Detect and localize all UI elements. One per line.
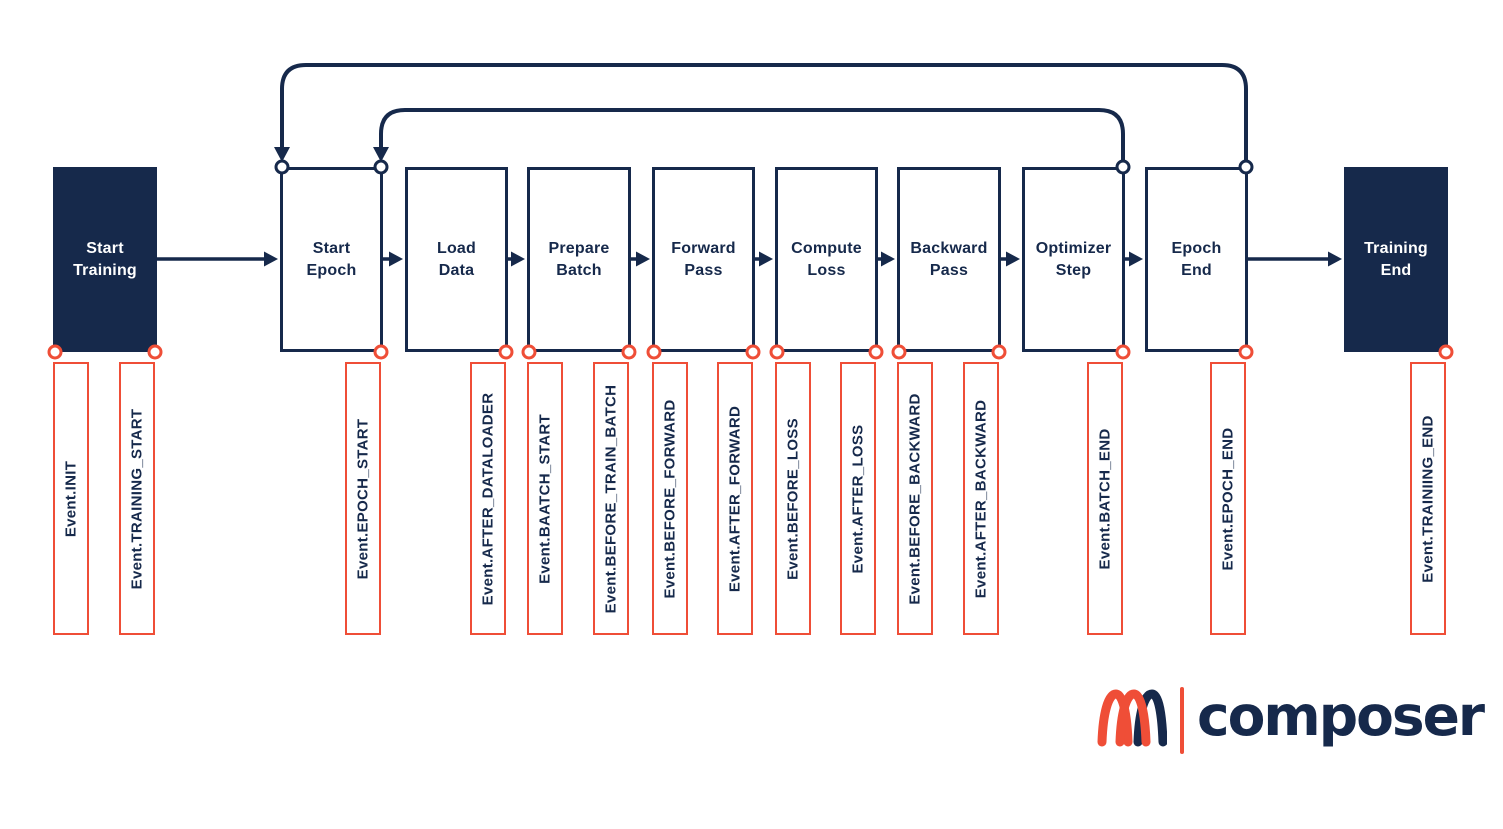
composer-logo-icon [1097,689,1167,747]
flow-arrow [508,251,525,267]
epoch-loop-arrow [274,63,1248,162]
flow-arrow [1248,251,1342,267]
event-label-before-forward: Event.BEFORE_FORWARD [652,362,688,635]
flow-box-label: Start Epoch [306,239,357,279]
flow-box-optimizer-step: Optimizer Step [1022,167,1125,352]
event-label-epoch-start: Event.EPOCH_START [345,362,381,635]
event-label-after-forward: Event.AFTER_FORWARD [717,362,753,635]
flow-box-prepare-batch: Prepare Batch [527,167,631,352]
flow-box-label: Epoch End [1171,239,1222,279]
event-label-after-dataloader: Event.AFTER_DATALOADER [470,362,506,635]
flow-arrow [1001,251,1020,267]
event-label-before-loss: Event.BEFORE_LOSS [775,362,811,635]
event-label-after-backward: Event.AFTER_BACKWARD [963,362,999,635]
flow-box-label: Forward Pass [671,239,736,279]
flow-arrow [878,251,895,267]
event-label-after-loss: Event.AFTER_LOSS [840,362,876,635]
flow-box-training-end: Training End [1344,167,1448,352]
flow-arrow [383,251,403,267]
flow-box-label: Training End [1364,239,1428,279]
flow-box-label: Load Data [436,239,477,279]
flow-box-forward-pass: Forward Pass [652,167,755,352]
event-label-before-backward: Event.BEFORE_BACKWARD [897,362,933,635]
flow-arrow [631,251,650,267]
flow-box-label: Start Training [73,239,137,279]
flow-arrow [157,251,278,267]
flow-box-load-data: Load Data [405,167,508,352]
flow-box-start-epoch: Start Epoch [280,167,383,352]
flow-box-label: Optimizer Step [1035,239,1112,279]
event-label-training-start: Event.TRAINING_START [119,362,155,635]
logo-divider [1180,687,1184,754]
flow-box-backward-pass: Backward Pass [897,167,1001,352]
flow-box-epoch-end: Epoch End [1145,167,1248,352]
event-label-batch-start: Event.BAATCH_START [527,362,563,635]
flow-arrow [1125,251,1143,267]
flow-box-start-training: Start Training [53,167,157,352]
flow-box-compute-loss: Compute Loss [775,167,878,352]
composer-wordmark: composer [1197,684,1485,748]
event-label-init: Event.INIT [53,362,89,635]
event-label-epoch-end: Event.EPOCH_END [1210,362,1246,635]
event-label-before-train-batch: Event.BEFORE_TRAIN_BATCH [593,362,629,635]
flow-box-label: Backward Pass [910,239,988,279]
flow-box-label: Prepare Batch [548,239,610,279]
flow-box-label: Compute Loss [791,239,862,279]
flow-arrow [755,251,773,267]
event-label-batch-end: Event.BATCH_END [1087,362,1123,635]
event-label-training-end: Event.TRAINIING_END [1410,362,1446,635]
batch-loop-arrow [373,108,1125,162]
